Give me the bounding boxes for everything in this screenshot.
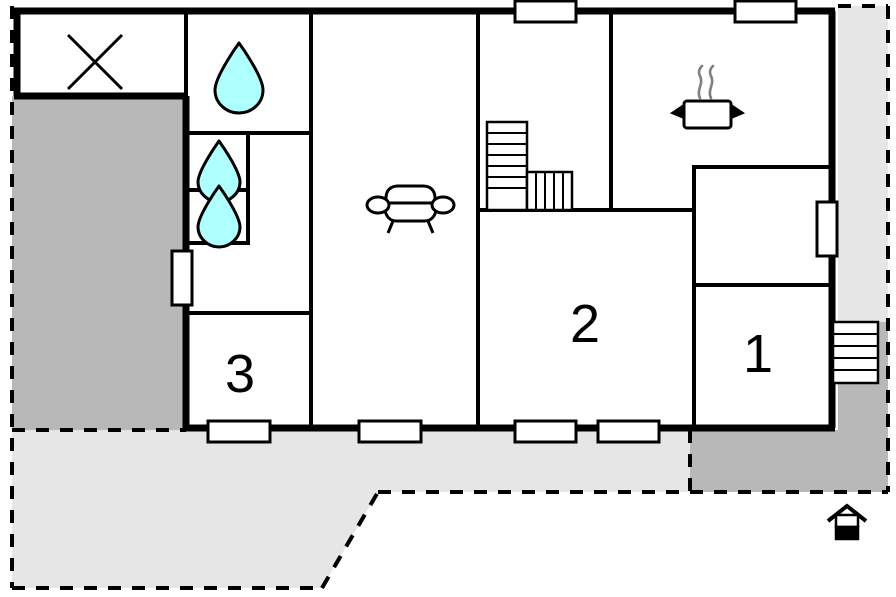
window-bottom-1 (206, 419, 272, 444)
stairs-icon-interior (485, 120, 574, 212)
room-number-3: 3 (225, 344, 255, 404)
room-number-1: 1 (743, 324, 773, 384)
cooking-pot-icon (669, 64, 746, 130)
room-number-2: 2 (570, 294, 600, 354)
house-icon (826, 503, 868, 541)
window-bottom-3 (513, 419, 578, 444)
window-bottom-4 (596, 419, 661, 444)
property-boundary (10, 4, 890, 590)
steam-icon (697, 64, 715, 100)
window-top-2 (733, 0, 798, 24)
window-bottom-2 (357, 419, 423, 444)
window-left-1 (170, 249, 194, 307)
window-right-1 (815, 200, 839, 258)
windows-layer (170, 0, 839, 444)
terrace-dark-right (690, 430, 888, 492)
water-drop-icon-large (213, 41, 265, 115)
water-drop-icon-lower (196, 184, 242, 249)
window-top-1 (513, 0, 578, 24)
terrace-light-bottom (12, 430, 690, 588)
cross-icon (66, 33, 124, 91)
sofa-icon (365, 184, 456, 234)
stairs-icon-exterior (831, 320, 880, 385)
